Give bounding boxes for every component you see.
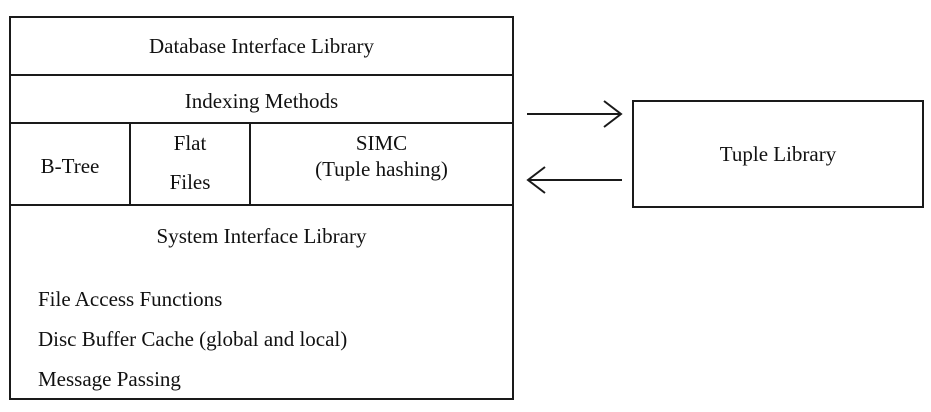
divider-btree-flat [129, 122, 131, 205]
flat-files-label-line1: Flat [173, 131, 207, 155]
arrow-to-tuple-library [527, 100, 623, 128]
system-item-disc-buffer-cache: Disc Buffer Cache (global and local) [38, 327, 348, 351]
system-item-file-access: File Access Functions [38, 287, 223, 311]
flat-files-label-line2: Files [169, 170, 211, 194]
divider-methods-system [9, 204, 514, 206]
arrow-from-tuple-library [526, 166, 622, 194]
divider-database-indexing [9, 74, 514, 76]
divider-indexing-methods [9, 122, 514, 124]
system-item-message-passing: Message Passing [38, 367, 181, 391]
simc-label-line1: SIMC [355, 131, 408, 155]
indexing-methods-label: Indexing Methods [184, 89, 339, 113]
btree-label: B-Tree [40, 154, 100, 178]
divider-flat-simc [249, 122, 251, 205]
architecture-stack [9, 16, 514, 400]
database-interface-library-label: Database Interface Library [148, 34, 375, 58]
system-interface-library-label: System Interface Library [156, 224, 367, 248]
simc-label-line2: (Tuple hashing) [315, 157, 448, 181]
tuple-library-label: Tuple Library [719, 141, 837, 166]
tuple-library-box: Tuple Library [632, 100, 924, 208]
